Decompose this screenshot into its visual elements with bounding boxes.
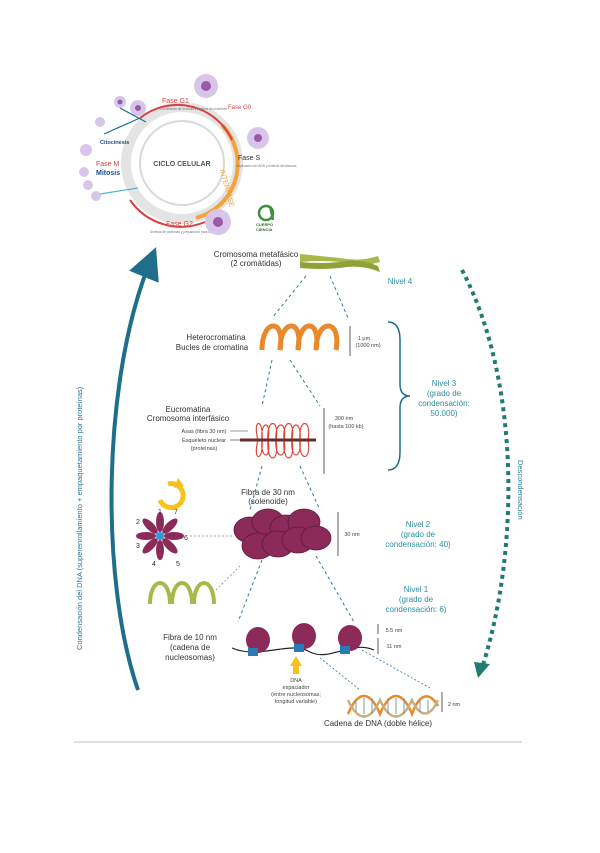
heterochromatin-measure-2: (1000 nm) [355,343,380,349]
fiber10-measure-a: 5.5 nm [386,628,403,634]
fiber30-title: Fibra de 30 nm [241,488,295,497]
dna-double-helix [319,649,440,718]
linker-arrow [290,656,302,674]
level3-line2: (grado de [427,389,462,398]
euchromatin-axis-2: Esqueleto nuclear [182,438,226,444]
euchromatin-measure-2: (hasta 100 kb) [328,424,363,430]
linker-line4: longitud variable) [275,699,317,705]
heterochromatin-loops [259,323,340,351]
connector-lines [237,275,355,623]
fiber30-measure: 30 nm [344,532,360,538]
linker-line3: (entre nucleosomas; [271,692,321,698]
solenoid-num-3: 3 [136,543,140,550]
cycle-center-label: CICLO CELULAR [153,161,210,168]
solenoid-num-7: 7 [174,509,178,516]
level2-line2: (grado de [401,530,436,539]
citocinesis-label: Citocinesis [100,140,129,146]
cycle-red-arc [139,103,233,141]
phase-g0-label: Fase G0 [228,105,252,111]
phase-g1-label: Fase G1 [162,98,189,105]
metaphase-subtitle: (2 cromátidas) [230,259,281,268]
level2-line3: condensación: 40) [385,540,451,549]
cell-cycle-diagram: CICLO CELULAR INTERFASE Fase G1 Crecimie… [72,74,297,242]
solenoid-num-1: 1 [158,509,162,516]
condensation-label: Condensación del DNA (superenrollamiento… [75,386,84,650]
side-view-arches [148,581,216,605]
condensation-arrow [109,247,159,691]
metaphase-title: Cromosoma metafásico [214,250,299,259]
cuerpo-ciencia-logo: CUERPO CIENCIA [256,204,275,232]
euchromatin-measure-1: 300 nm [335,416,354,422]
cycle-red-arc-2 [129,199,206,228]
solenoid-cross-section: 1 2 3 4 5 6 7 [136,478,188,568]
level1-line3: condensación: 6) [386,605,447,614]
euchromatin-loops [255,422,310,459]
level4-label: Nivel 4 [388,277,413,286]
logo-line2: CIENCIA [256,227,273,232]
nucleosomes [246,623,362,656]
dna-measure: 2 nm [448,702,461,708]
level2-title: Nivel 2 [406,520,431,529]
level3-bracket [387,321,411,471]
decondensation-arrowhead [474,662,490,678]
phase-g2-note: Síntesis de proteínas y preparación para… [150,230,222,234]
heterochromatin-title: Heterocromatina [186,333,246,342]
euchromatin-axis-3: (proteínas) [191,446,218,452]
phase-m-label: Fase M [96,161,120,168]
decondensation-arrow [460,269,511,669]
heterochromatin-subtitle: Bucles de cromatina [176,343,249,352]
phase-g2-label: Fase G2 [166,221,193,228]
metaphase-chromosome [300,254,380,272]
phase-s-note: Duplicación del ADN y síntesis de histon… [236,164,297,168]
euchromatin-title: Eucromatina [166,405,211,414]
solenoid-num-6: 6 [184,535,188,542]
fiber10-title: Fibra de 10 nm [163,633,217,642]
fiber30-subtitle: (solenoide) [248,497,288,506]
level3-line3: condensación: [418,399,470,408]
euchromatin-axis-1: Asas (fibra 30 nm) [182,429,227,435]
level3-line4: 50.000) [430,409,457,418]
decondensation-label: Descondensación [516,460,525,520]
heterochromatin-measure-1: 1 μm [358,336,371,342]
solenoid-num-2: 2 [136,519,140,526]
cell-icons [79,74,269,235]
fiber10-line3: nucleosomas) [165,653,215,662]
mitosis-label: Mitosis [96,170,120,177]
fiber10-measure-b: 11 nm [387,644,402,650]
fiber10-line2: (cadena de [170,643,211,652]
solenoid-num-5: 5 [176,561,180,568]
level1-line2: (grado de [399,595,434,604]
logo-line1: CUERPO [256,222,273,227]
dna-title: Cadena de DNA (doble hélice) [324,719,432,728]
level3-title: Nivel 3 [432,379,457,388]
level1-title: Nivel 1 [404,585,429,594]
solenoid-num-4: 4 [152,561,156,568]
phase-s-label: Fase S [238,155,261,162]
linker-line2: espaciador [283,685,310,691]
euchromatin-subtitle: Cromosoma interfásico [147,414,230,423]
solenoid-fiber [233,508,332,560]
linker-line1: DNA [290,678,302,684]
phase-g1-note: Crecimiento de la célula y síntesis de p… [160,107,227,111]
